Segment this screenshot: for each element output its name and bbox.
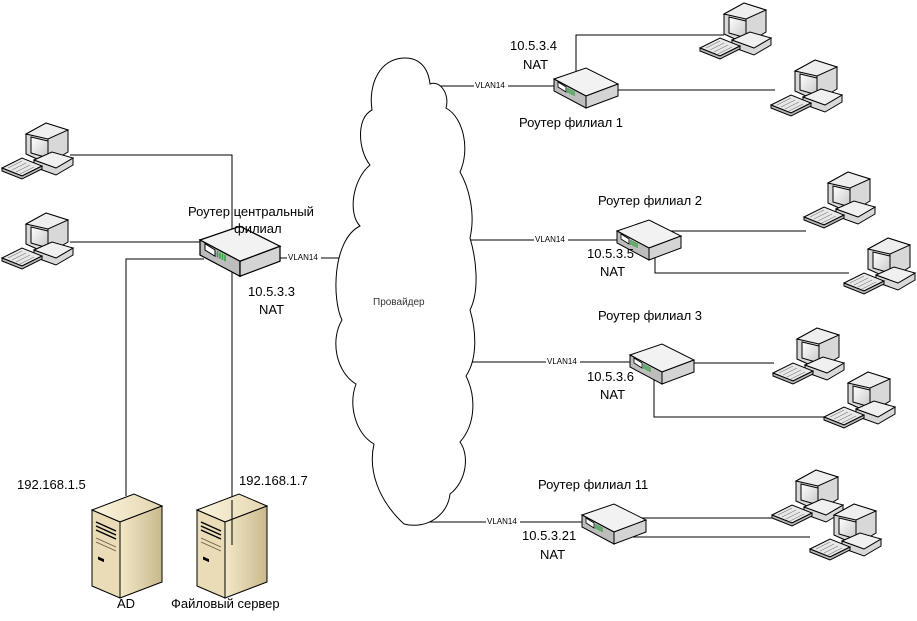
central-router-name-2: филиал	[234, 221, 282, 236]
branch-2-ip: 10.5.3.5	[587, 246, 634, 261]
computer-icon	[771, 469, 844, 527]
lan-branch-1	[575, 34, 775, 91]
branch-3-ip: 10.5.3.6	[587, 369, 634, 384]
computer-icon	[803, 171, 876, 229]
branch-1-nat: NAT	[523, 57, 548, 72]
branch-1-name: Роутер филиал 1	[519, 115, 623, 130]
file-server-label: Файловый сервер	[171, 596, 280, 611]
computer-icon	[699, 2, 772, 60]
computer-icon	[843, 237, 916, 295]
lan-branch-11	[610, 517, 810, 538]
branch-11-nat: NAT	[540, 547, 565, 562]
central-router-ip: 10.5.3.3	[248, 284, 295, 299]
computer-icon	[823, 371, 896, 429]
vlan-label-branch-11: VLAN14	[487, 517, 517, 526]
lan-wire-pc1	[70, 154, 233, 536]
central-router-name-1: Роутер центральный	[188, 204, 314, 219]
file-server-ip: 192.168.1.7	[239, 473, 308, 488]
branch-11-ip: 10.5.3.21	[522, 528, 576, 543]
provider-cloud-icon	[335, 57, 477, 526]
server-icon	[91, 493, 163, 599]
cloud-label: Провайдер	[373, 297, 425, 308]
computer-icon	[1, 212, 74, 270]
central-router-nat: NAT	[259, 302, 284, 317]
computer-icon	[772, 327, 845, 385]
branch-1-ip: 10.5.3.4	[510, 38, 557, 53]
lan-wire-ad	[125, 258, 204, 496]
router-icon	[581, 503, 647, 545]
ad-server-ip: 192.168.1.5	[17, 477, 86, 492]
computer-icon	[770, 59, 843, 117]
branch-3-nat: NAT	[600, 387, 625, 402]
branch-11-name: Роутер филиал 11	[538, 477, 648, 492]
branch-3-name: Роутер филиал 3	[598, 308, 702, 323]
vlan-label-branch-3: VLAN14	[547, 357, 577, 366]
computer-icon	[1, 122, 74, 180]
lan-branch-2	[654, 230, 849, 274]
ad-server-label: AD	[117, 596, 135, 611]
vlan-label-branch-1: VLAN14	[475, 81, 505, 90]
router-icon	[629, 343, 695, 385]
vlan-label-branch-2: VLAN14	[535, 235, 565, 244]
router-icon	[553, 67, 619, 109]
branch-2-name: Роутер филиал 2	[598, 193, 702, 208]
vlan-label-central: VLAN14	[288, 253, 318, 262]
branch-2-nat: NAT	[600, 264, 625, 279]
